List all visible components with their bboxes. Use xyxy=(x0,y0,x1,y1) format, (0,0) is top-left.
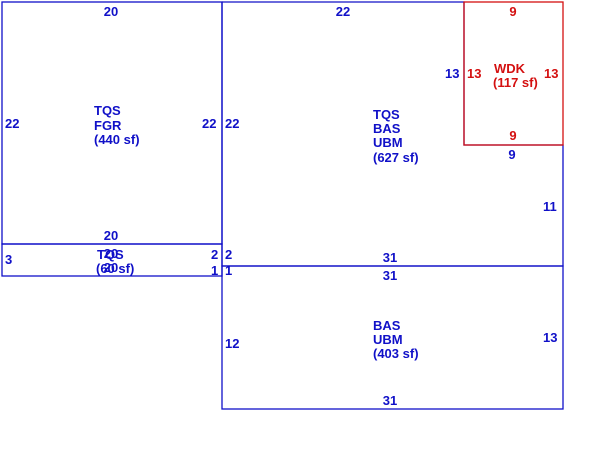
basement-lower-area: (403 sf) xyxy=(373,346,419,361)
deck-outline xyxy=(463,1,564,146)
garage-dim-left: 22 xyxy=(5,116,19,131)
basement-lower-dim-bottom: 31 xyxy=(383,393,397,408)
strip-dim-left: 3 xyxy=(5,252,12,267)
garage-area: (440 sf) xyxy=(94,132,140,147)
garage-dim-top: 20 xyxy=(104,4,118,19)
garage-label-type: FGR xyxy=(94,118,122,133)
basement-upper-label-sub: UBM xyxy=(373,135,403,150)
basement-lower-dim-right: 13 xyxy=(543,330,557,345)
basement-upper-dim-top: 22 xyxy=(336,4,350,19)
basement-upper-dim-left-small-bottom: 1 xyxy=(225,263,232,278)
deck-dim-top: 9 xyxy=(509,4,516,19)
basement-upper-dim-bottom: 31 xyxy=(383,250,397,265)
basement-upper-dim-notch-side: 13 xyxy=(445,66,459,81)
basement-lower-label-type: BAS xyxy=(373,318,401,333)
deck-area: (117 sf) xyxy=(493,75,538,90)
basement-lower-dim-left: 12 xyxy=(225,336,239,351)
strip-label-code: TQS xyxy=(97,247,124,262)
strip-dim-bottom: 20 xyxy=(104,260,118,275)
basement-lower-label-sub: UBM xyxy=(373,332,403,347)
deck-dim-bottom: 9 xyxy=(509,128,516,143)
garage-dim-right: 22 xyxy=(202,116,216,131)
strip-dim-right-bottom: 1 xyxy=(211,263,218,278)
basement-upper-dim-right: 11 xyxy=(543,199,557,214)
deck-dim-left: 13 xyxy=(467,66,481,81)
basement-upper-dim-left-small-top: 2 xyxy=(225,247,232,262)
garage-label-code: TQS xyxy=(94,103,121,118)
deck-label-code: WDK xyxy=(494,61,526,76)
strip-area: (60 sf) xyxy=(96,261,134,276)
basement-upper-label-type: BAS xyxy=(373,121,401,136)
basement-upper-dim-left: 22 xyxy=(225,116,239,131)
basement-upper-area: (627 sf) xyxy=(373,150,419,165)
strip-dim-top: 20 xyxy=(104,246,118,261)
basement-upper-label-code: TQS xyxy=(373,107,400,122)
deck-dim-right: 13 xyxy=(544,66,558,81)
basement-lower-outline xyxy=(221,265,564,410)
garage-dim-bottom: 20 xyxy=(104,228,118,243)
basement-lower-room: 31 31 12 13 BAS UBM (403 sf) xyxy=(221,265,564,410)
garage-room: 20 20 22 22 TQS FGR (440 sf) xyxy=(1,1,223,245)
strip-room: 20 20 3 2 1 TQS (60 sf) xyxy=(1,243,223,278)
strip-dim-right-top: 2 xyxy=(211,247,218,262)
deck-room: 9 9 13 13 WDK (117 sf) xyxy=(463,1,564,146)
basement-lower-dim-top: 31 xyxy=(383,268,397,283)
basement-upper-dim-notch: 9 xyxy=(508,147,515,162)
